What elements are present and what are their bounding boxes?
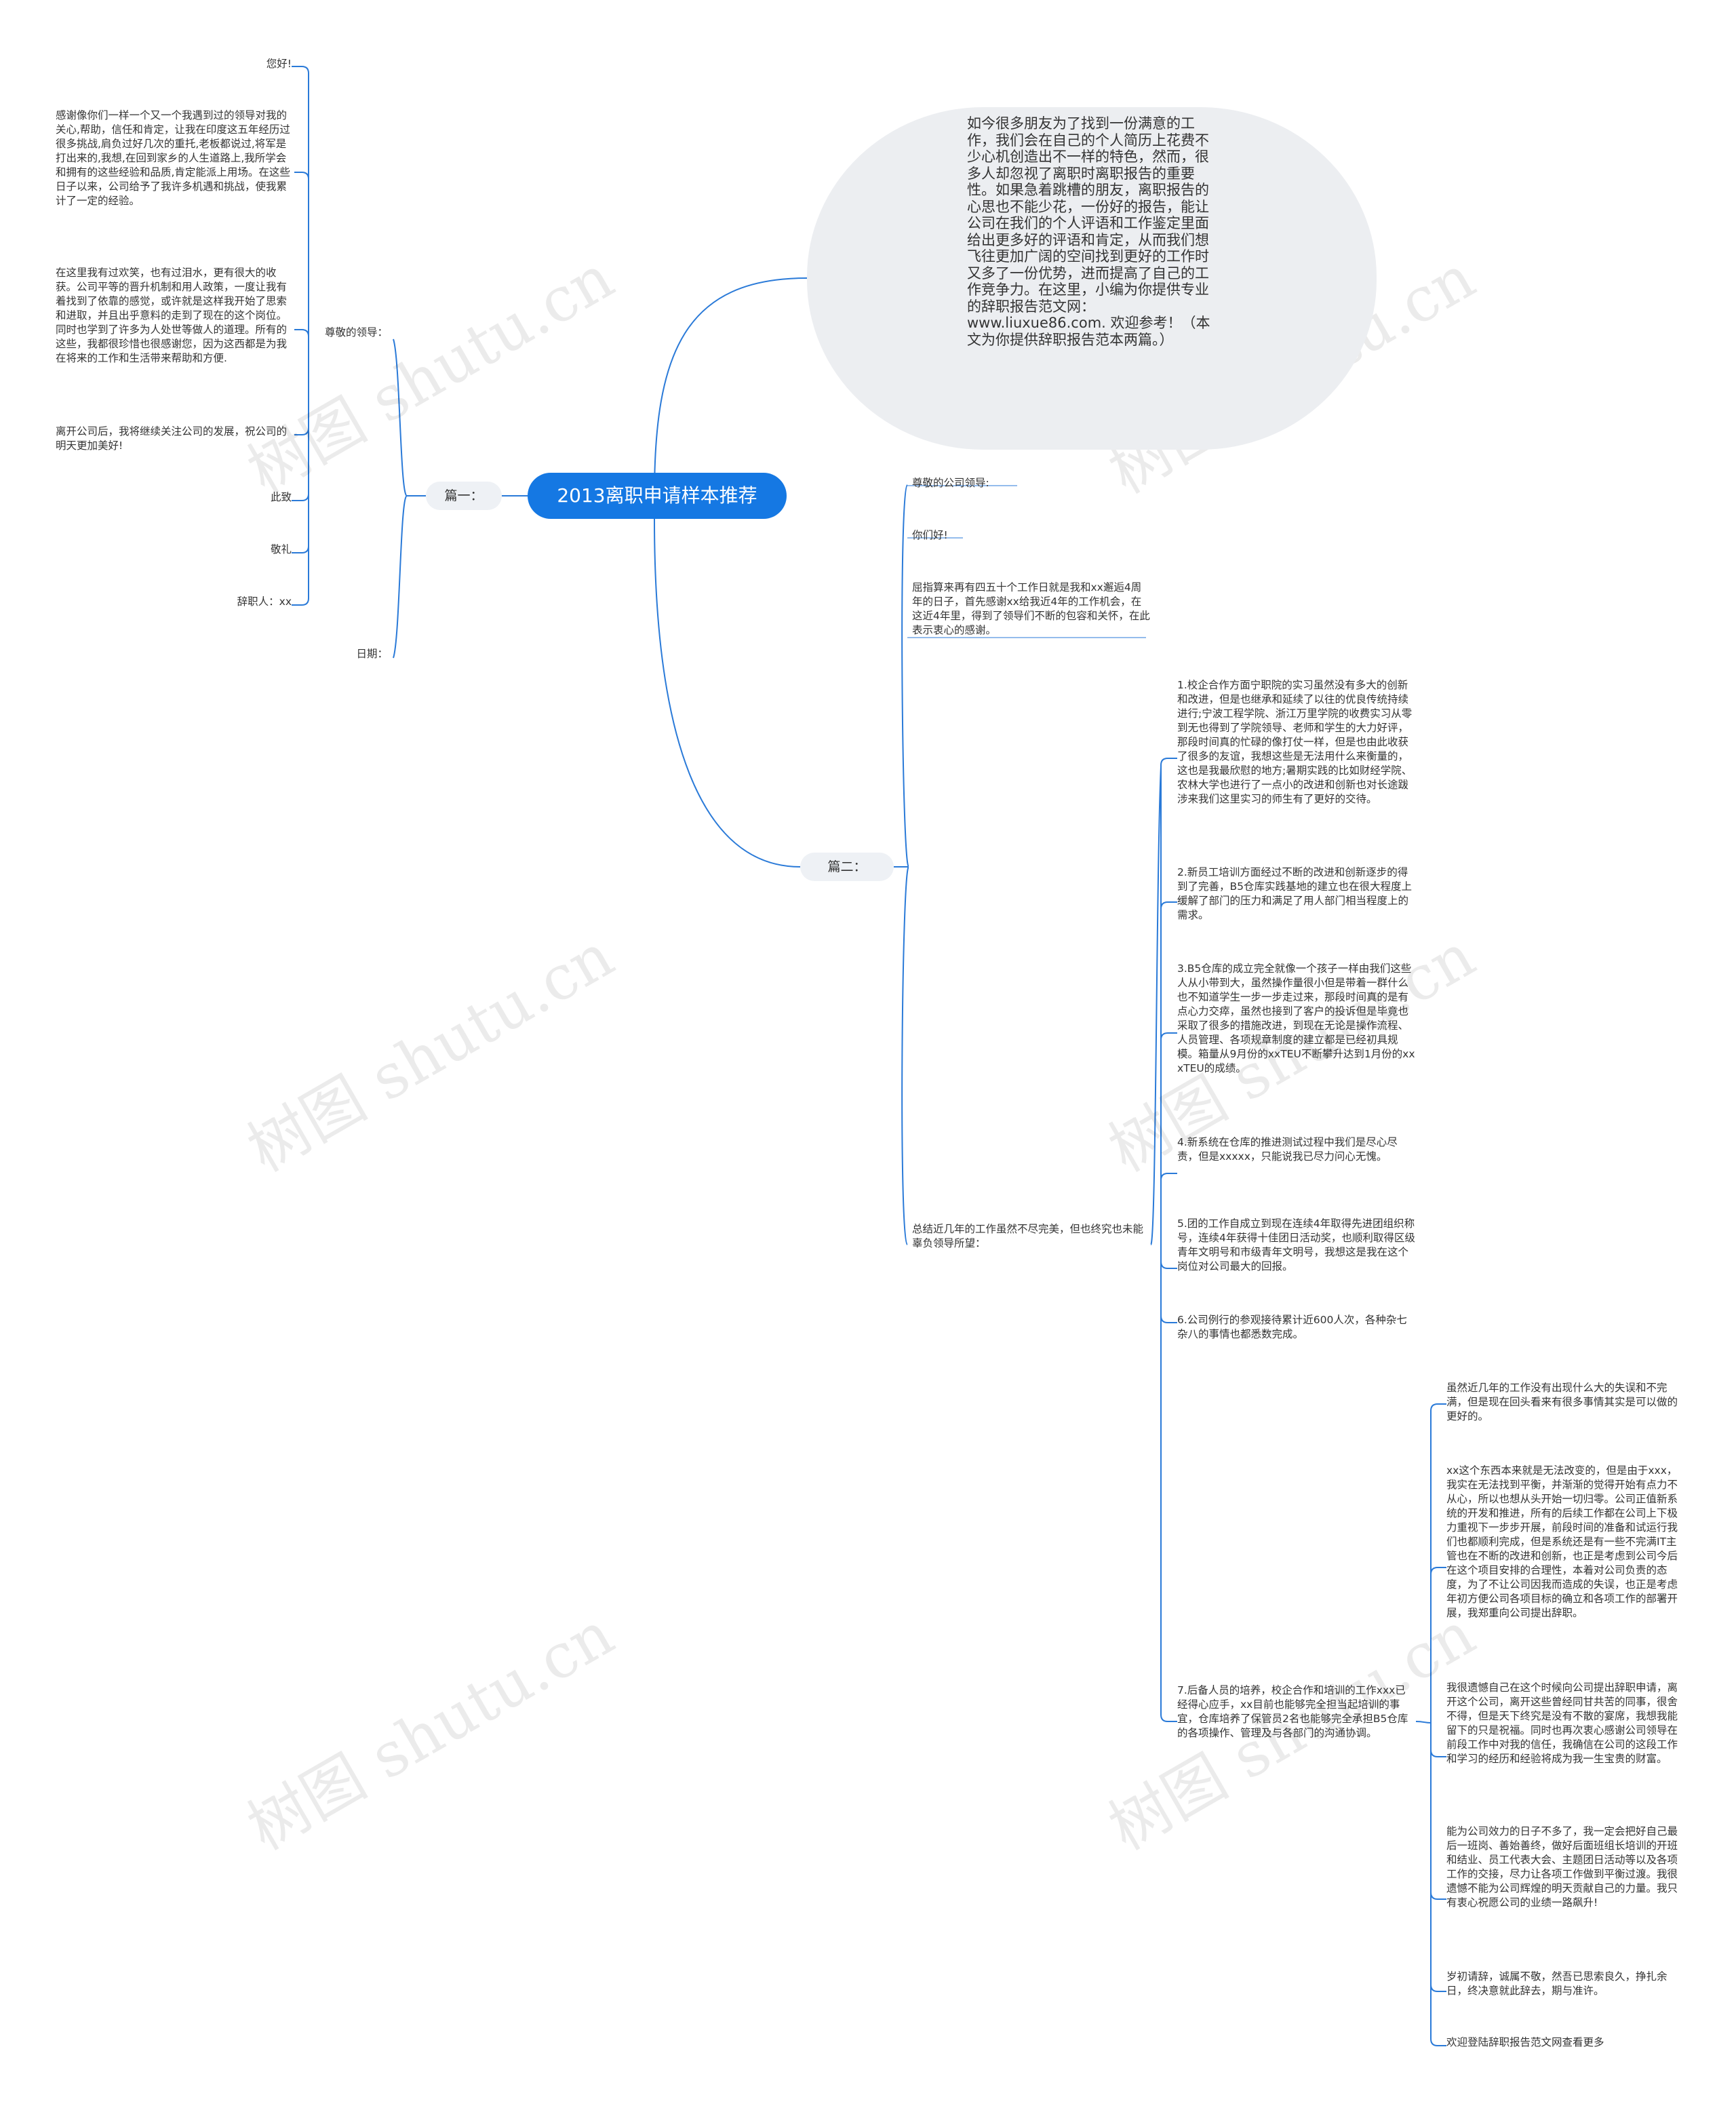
sub7Bracket-branch-2 (1430, 1749, 1446, 1757)
connector-pian2-summary (901, 866, 909, 1245)
achievement-item-7: 7.后备人员的培养，校企合作和培训的工作xxx已经得心应手，xx目前也能够完全担… (1177, 1684, 1408, 1739)
sub7Bracket-branch-5 (1430, 2038, 1446, 2046)
sumBracket-branch-0 (1160, 758, 1177, 766)
leftBracket-branch-5 (292, 545, 309, 553)
pian1-jingli: 敬礼 (270, 543, 292, 556)
resign-paragraph-6: 欢迎登陆辞职报告范文网查看更多 (1446, 2036, 1604, 2048)
sumBracket-branch-4 (1160, 1261, 1177, 1269)
root-topic[interactable]: 2013离职申请样本推荐 (528, 473, 787, 519)
resign-paragraph-1: 虽然近几年的工作没有出现什么大的失误和不完满，但是现在回头看来有很多事情其实是可… (1446, 1382, 1678, 1422)
pian1-paragraph-1: 感谢像你们一样一个又一个我遇到过的领导对我的关心,帮助，信任和肯定，让我在印度这… (56, 109, 290, 207)
connector-root-intro (654, 277, 808, 496)
connector-pian1-salutation (393, 338, 408, 496)
pian1-salutation: 尊敬的领导： (324, 326, 388, 338)
achievement-item-5: 5.团的工作自成立到现在连续4年取得先进团组织称号，连续4年获得十佳团日活动奖，… (1177, 1217, 1415, 1272)
pian1-resigner: 辞职人：xx (237, 596, 292, 608)
pian1-date: 日期： (356, 648, 388, 660)
connector-item7-sub (1415, 1721, 1432, 1723)
sumBracket-branch-1 (1160, 901, 1177, 910)
connector-pian1-date (393, 495, 408, 659)
pian2-summary: 总结近几年的工作虽然不尽完美，但也终究也未能辜负领导所望： (912, 1223, 1144, 1249)
connector-root-pian2 (654, 518, 801, 868)
resign-paragraph-3: 我很遗憾自己在这个时候向公司提出辞职申请，离开这个公司，离开这些曾经同甘共苦的同… (1446, 1681, 1678, 1765)
leftBracket-branch-6 (292, 598, 309, 606)
leftBracket-branch-3 (294, 427, 309, 435)
pian2-greeting: 你们好! (912, 529, 948, 541)
leftBracket-branch-1 (294, 172, 309, 180)
connector-pian2-salutation (901, 484, 909, 868)
pian1-paragraph-2: 在这里我有过欢笑，也有过泪水，更有很大的收获。公司平等的晋升机制和用人政策，一度… (56, 267, 288, 364)
achievement-item-6: 6.公司例行的参观接待累计近600人次，各种杂七杂八的事情也都悉数完成。 (1177, 1314, 1407, 1340)
pian1-greeting: 您好! (266, 58, 292, 70)
achievement-item-3: 3.B5仓库的成立完全就像一个孩子一样由我们这些人从小带到大，虽然操作量很小但是… (1177, 962, 1415, 1074)
sumBracket-branch-5 (1160, 1315, 1177, 1323)
pian2-salutation: 尊敬的公司领导: (912, 477, 989, 489)
achievement-item-2: 2.新员工培训方面经过不断的改进和创新逐步的得到了完善，B5仓库实践基地的建立也… (1177, 866, 1412, 921)
connector-summary-items (1150, 766, 1162, 1245)
pian1-paragraph-3: 离开公司后，我将继续关注公司的发展，祝公司的明天更加美好! (56, 425, 288, 452)
branch-pian2[interactable]: 篇二： (800, 853, 894, 881)
resign-paragraph-4: 能为公司效力的日子不多了，我一定会把好自己最后一班岗、善始善终，做好后面班组长培… (1446, 1825, 1678, 1909)
intro-text: 如今很多朋友为了找到一份满意的工作，我们会在自己的个人简历上花费不少心机创造出不… (967, 115, 1210, 348)
pian1-cizhi: 此致 (270, 491, 292, 503)
sub7Bracket-branch-1 (1430, 1567, 1446, 1575)
sumBracket-branch-2 (1160, 1032, 1177, 1040)
sumBracket-branch-3 (1160, 1173, 1177, 1181)
sub7Bracket-branch-3 (1430, 1892, 1446, 1900)
branch-pian1[interactable]: 篇一： (426, 482, 502, 510)
pian2-paragraph-1: 屈指算来再有四五十个工作日就是我和xx邂逅4周年的日子，首先感谢xx给我近4年的… (912, 581, 1150, 636)
leftBracket-branch-0 (292, 66, 309, 74)
sub7Bracket-branch-0 (1430, 1403, 1446, 1411)
sumBracket-branch-6 (1160, 1714, 1177, 1722)
resign-paragraph-2: xx这个东西本来就是无法改变的，但是由于xxx，我实在无法找到平衡，并渐渐的觉得… (1446, 1464, 1678, 1619)
achievement-item-1: 1.校企合作方面宁职院的实习虽然没有多大的创新和改进，但是也继承和延续了以往的优… (1177, 679, 1413, 805)
resign-paragraph-5: 岁初请辞，诚属不敬，然吾已思索良久，挣扎余日，终决意就此辞去，期与准许。 (1446, 1970, 1668, 1997)
leftBracket-branch-4 (292, 493, 309, 501)
achievement-item-4: 4.新系统在仓库的推进测试过程中我们是尽心尽责，但是xxxxx，只能说我已尽力问… (1177, 1136, 1398, 1163)
intro-bubble (807, 107, 1377, 450)
sub7Bracket-branch-4 (1430, 1984, 1446, 1992)
leftBracket-branch-2 (294, 329, 309, 337)
